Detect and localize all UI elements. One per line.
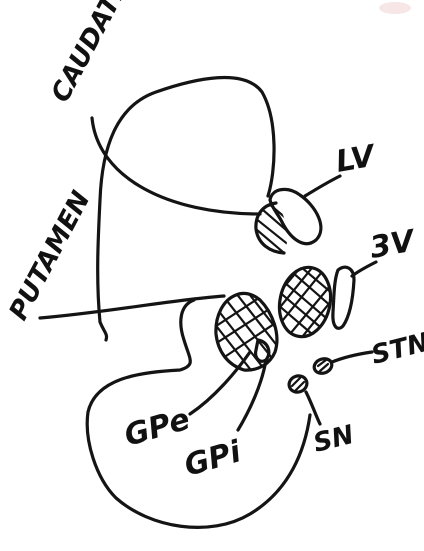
stn-label: STN <box>368 328 424 371</box>
globus-pallidus <box>210 288 282 374</box>
3v-label: 3V <box>367 223 419 266</box>
subthalamic-nucleus <box>312 356 334 375</box>
putamen-leader <box>40 296 224 318</box>
sn-label: SN <box>310 420 357 459</box>
lv-label: LV <box>333 138 379 180</box>
stn-leader <box>332 352 372 362</box>
caudate-leader <box>92 118 260 214</box>
gpe-label: GPe <box>121 402 194 454</box>
paper-smudge <box>379 2 411 14</box>
gpi-label: GPi <box>181 434 246 484</box>
gpe-leader <box>190 352 250 414</box>
thalamus-crosshatched <box>268 256 340 358</box>
lv-leader <box>305 176 340 196</box>
putamen-label: PUTAMEN <box>4 186 97 325</box>
caudate-label: CAUDATE <box>46 0 135 107</box>
